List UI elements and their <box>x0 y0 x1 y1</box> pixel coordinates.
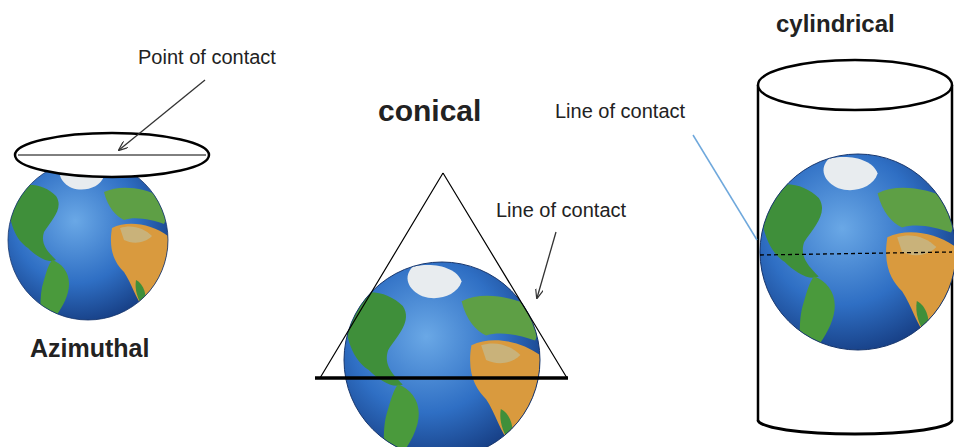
projection-name: Azimuthal <box>30 334 149 363</box>
leader-arrow <box>119 80 205 150</box>
projection-name: cylindrical <box>776 10 895 38</box>
cylinder-side <box>757 85 760 420</box>
contact-line <box>315 376 568 380</box>
plane-line <box>18 155 206 156</box>
leader-arrow <box>537 232 556 298</box>
globe <box>8 160 168 328</box>
projection-name: conical <box>378 94 481 129</box>
callout-label: Line of contact <box>555 100 685 123</box>
contact-line <box>760 252 952 255</box>
projection-plane <box>15 133 209 177</box>
cylinder-bottom <box>758 420 952 434</box>
cylinder-top <box>758 60 952 110</box>
globe <box>760 154 954 360</box>
leader-line <box>693 135 757 240</box>
callout-label: Line of contact <box>496 199 626 222</box>
callout-label: Point of contact <box>138 46 276 69</box>
